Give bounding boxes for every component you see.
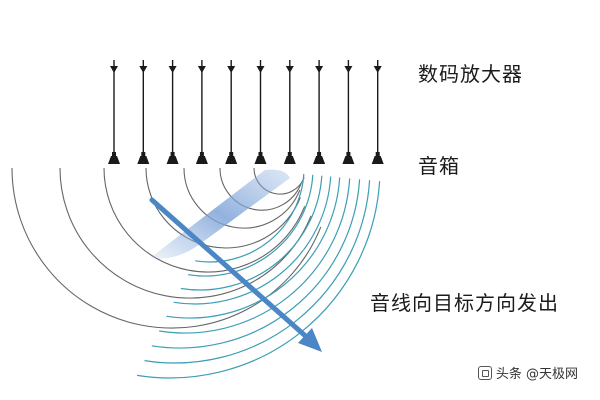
speaker-icon [195, 156, 208, 164]
teal-wavefront [195, 173, 305, 263]
teal-wavefronts [137, 173, 381, 379]
speaker-neck [141, 152, 146, 156]
speaker-neck [287, 152, 292, 156]
arrow-down-icon [373, 66, 382, 73]
speaker-neck [317, 152, 322, 156]
arrow-down-icon [344, 66, 353, 73]
speaker-icon [166, 156, 179, 164]
direction-label: 音线向目标方向发出 [370, 291, 559, 315]
direction-arrow [149, 197, 322, 352]
teal-wavefront [180, 175, 323, 291]
speaker-unit [166, 60, 179, 164]
gray-wavefront [11, 167, 322, 329]
speaker-unit [283, 60, 296, 164]
speaker-icon [283, 156, 296, 164]
arrow-down-icon [256, 66, 265, 73]
speaker-icon [342, 156, 355, 164]
gray-wavefront [253, 167, 305, 195]
speaker-unit [108, 60, 120, 164]
speaker-array [108, 60, 384, 164]
amplifier-label: 数码放大器 [418, 62, 523, 86]
speaker-unit [313, 60, 326, 164]
gray-wavefront [183, 167, 301, 229]
teal-wavefront [188, 174, 314, 277]
watermark: 头条 @天极网 [477, 363, 578, 382]
gray-wavefront [59, 167, 312, 299]
speaker-unit [254, 60, 267, 164]
teal-wavefront [166, 177, 341, 319]
arrow-down-icon [139, 66, 148, 73]
speaker-neck [199, 152, 204, 156]
speaker-unit [137, 60, 150, 164]
speaker-icon [254, 156, 267, 164]
speaker-neck [258, 152, 263, 156]
teal-wavefront [151, 179, 361, 349]
teal-wavefront [159, 178, 351, 334]
speaker-unit [342, 60, 355, 164]
speaker-unit [225, 60, 238, 164]
speaker-icon [313, 156, 326, 164]
speaker-neck [346, 152, 351, 156]
arrow-down-icon [197, 66, 206, 73]
gray-wavefront [103, 167, 306, 273]
arrow-down-icon [227, 66, 236, 73]
wavefront-band [150, 169, 290, 259]
speaker-icon [225, 156, 238, 164]
teal-wavefront [144, 180, 371, 364]
speaker-unit [371, 60, 384, 164]
speaker-neck [112, 152, 116, 156]
speaker-neck [375, 152, 380, 156]
arrow-down-icon [168, 66, 177, 73]
speaker-neck [229, 152, 234, 156]
watermark-text: 头条 @天极网 [495, 367, 578, 382]
speaker-icon [371, 156, 384, 164]
arrow-down-icon [110, 66, 118, 73]
toutiao-logo-icon [477, 365, 492, 380]
speaker-icon [108, 156, 120, 164]
speaker-neck [170, 152, 175, 156]
speaker-icon [137, 156, 150, 164]
speaker-unit [195, 60, 208, 164]
speaker-label: 音箱 [418, 154, 460, 178]
arrow-down-icon [315, 66, 324, 73]
arrow-down-icon [285, 66, 294, 73]
gray-wavefront [219, 167, 302, 211]
teal-wavefront [173, 176, 332, 305]
